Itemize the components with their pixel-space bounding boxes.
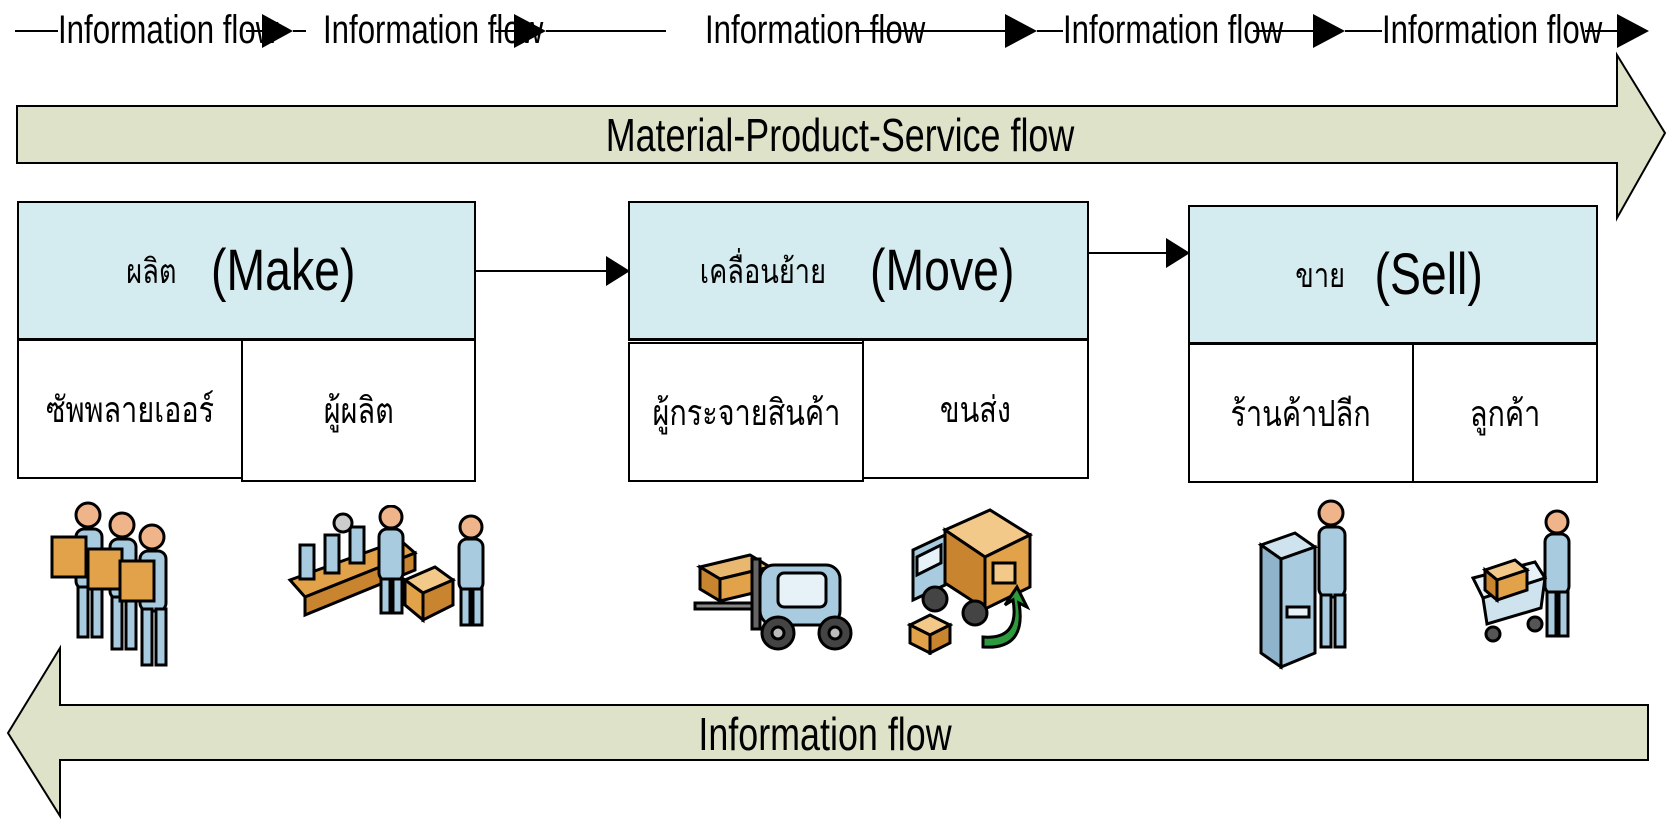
stage-english-title: (Make) xyxy=(210,238,356,303)
stage-sell-header: ขาย (Sell) xyxy=(1188,205,1598,345)
top-flow-label: Information flow xyxy=(323,8,544,52)
stage-cell-retailer: ร้านค้าปลีก xyxy=(1188,343,1414,483)
cell-label: ผู้กระจายสินค้า xyxy=(652,392,840,434)
material-flow-arrow xyxy=(16,51,1667,222)
top-flow-label: Information flow xyxy=(705,8,926,52)
top-flow-label: Information flow xyxy=(1382,8,1603,52)
cell-label: ซัพพลายเออร์ xyxy=(45,389,215,431)
stage-cell-supplier: ซัพพลายเออร์ xyxy=(17,339,243,479)
forklift-icon xyxy=(693,553,853,651)
stage-cell-customer: ลูกค้า xyxy=(1412,343,1598,483)
information-flow-label: Information flow xyxy=(698,708,952,760)
top-flow-arrowhead xyxy=(1313,14,1345,48)
top-flow-arrowhead xyxy=(262,14,293,48)
stage-connector xyxy=(475,256,630,286)
stage-cell-transport: ขนส่ง xyxy=(862,339,1089,479)
cell-label: ร้านค้าปลีก xyxy=(1230,393,1372,435)
supplier-workers-icon xyxy=(50,501,168,667)
stage-move-header: เคลื่อนย้าย (Move) xyxy=(628,201,1089,341)
cell-label: ผู้ผลิต xyxy=(323,391,394,432)
shopping-cart-customer-icon xyxy=(1470,509,1571,643)
top-flow-line xyxy=(15,14,1649,48)
top-flow-label: Information flow xyxy=(1063,8,1284,52)
delivery-truck-icon xyxy=(906,508,1034,655)
stage-thai-title: ขาย xyxy=(1295,255,1346,296)
manufacturing-line-icon xyxy=(287,505,485,627)
top-flow-arrowhead xyxy=(1005,14,1037,48)
material-flow-label: Material-Product-Service flow xyxy=(605,109,1075,161)
stage-connector xyxy=(1089,238,1190,268)
stage-thai-title: ผลิต xyxy=(126,251,177,292)
stage-thai-title: เคลื่อนย้าย xyxy=(700,251,827,292)
stage-cell-distributor: ผู้กระจายสินค้า xyxy=(628,342,864,482)
stage-english-title: (Sell) xyxy=(1374,242,1484,307)
cell-label: ขนส่ง xyxy=(939,389,1012,431)
top-flow-arrowhead xyxy=(1617,14,1649,48)
stage-cell-manufacturer: ผู้ผลิต xyxy=(241,339,476,482)
cell-label: ลูกค้า xyxy=(1469,393,1541,435)
information-flow-arrow xyxy=(6,644,1649,819)
top-flow-label: Information flow xyxy=(58,8,279,52)
retail-kiosk-icon xyxy=(1257,499,1347,670)
stage-make-header: ผลิต (Make) xyxy=(17,201,476,341)
stage-english-title: (Move) xyxy=(870,238,1015,303)
top-flow-arrowhead xyxy=(514,14,546,48)
